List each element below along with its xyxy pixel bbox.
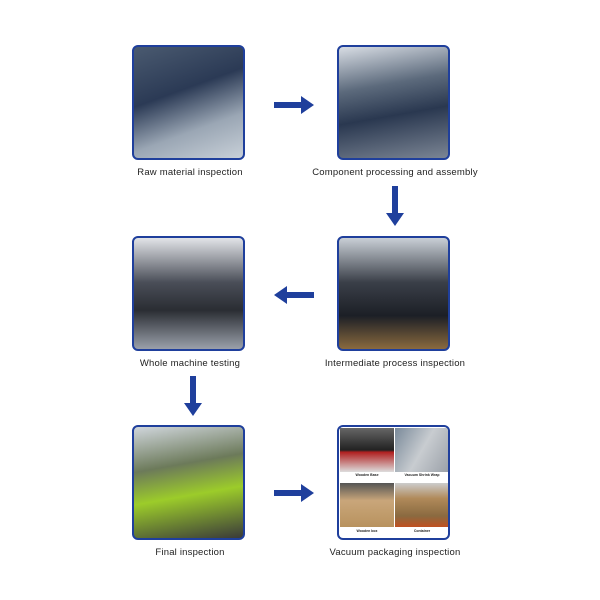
arrow-left-icon [274,286,314,304]
panel-label: Container [413,529,431,533]
panel-label: Wooden Base [355,473,379,477]
step-label: Component processing and assembly [312,167,478,178]
panel-label: Wooden box [356,529,378,533]
arrow-down-icon [386,186,404,226]
step-label: Raw material inspection [137,167,243,178]
component-processing-photo [337,45,450,160]
vacuum-packaging-photo: Wooden Base Vacuum Shrink Wrap Wooden bo… [337,425,450,540]
panel-label: Vacuum Shrink Wrap [404,473,440,477]
final-inspection-photo [132,425,245,540]
step-label: Vacuum packaging inspection [329,547,461,558]
vacuum-wrap-image [395,428,448,472]
wooden-box-image [340,483,394,527]
arrow-right-icon [274,96,314,114]
step-label: Intermediate process inspection [324,358,466,369]
intermediate-inspection-photo [337,236,450,351]
whole-machine-testing-photo [132,236,245,351]
step-label: Whole machine testing [139,358,241,369]
container-image [395,483,448,527]
wooden-base-image [340,428,394,472]
arrow-down-icon [184,376,202,416]
raw-material-photo [132,45,245,160]
arrow-right-icon [274,484,314,502]
step-label: Final inspection [155,547,225,558]
